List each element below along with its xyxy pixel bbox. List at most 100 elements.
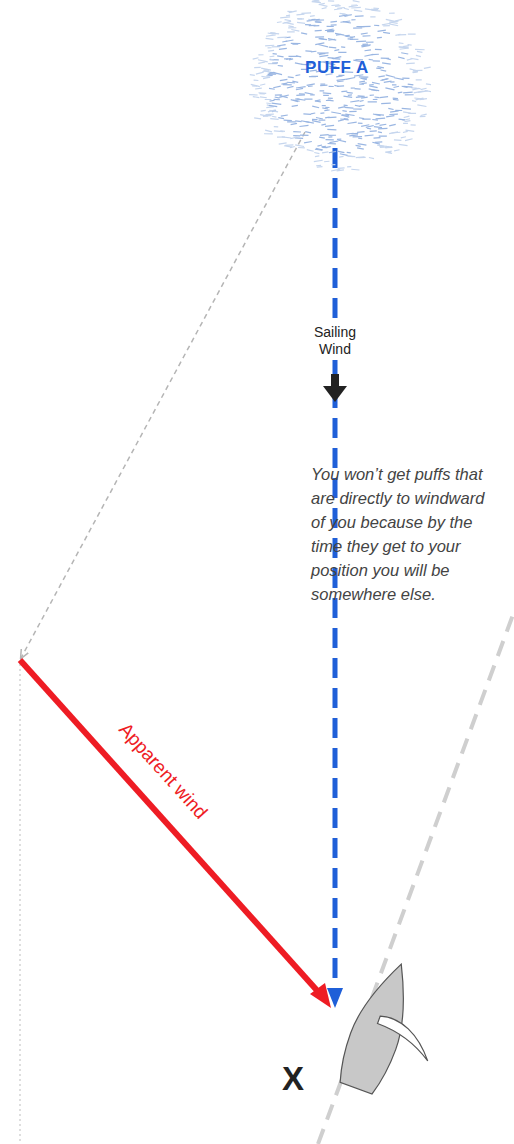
puff-dash [379,136,387,137]
puff-dash [308,19,315,20]
puff-dash [301,12,311,14]
puff-dash [337,85,344,87]
puff-dash [314,153,319,154]
apparent-wind-head [310,983,331,1008]
puff-dash [249,94,258,96]
puff-dash [266,35,276,36]
puff-dash [278,65,283,67]
puff-dash [388,108,393,109]
puff-dash [324,109,329,111]
puff-dash [305,50,311,52]
puff-dash [255,87,262,89]
puff-dash [280,16,290,18]
puff-dash [386,59,391,60]
puff-dash [288,76,294,78]
puff-dash [269,88,275,90]
wind-arrow-shaft [331,374,339,388]
puff-dash [355,105,360,106]
puff-dash [420,116,426,117]
puff-dash [275,97,280,98]
puff-dash [261,68,271,70]
puff-dash [385,88,394,90]
puff-dash [365,134,374,136]
puff-dash [329,86,334,87]
puff-dash [270,59,274,60]
puff-dash [279,95,289,97]
puff-dash [340,118,348,120]
puff-dash [401,53,408,54]
puff-dash [277,37,286,39]
puff-dash [319,3,325,4]
puff-dash [373,99,378,100]
puff-dash [361,125,369,127]
puff-dash [369,86,377,88]
puff-path-arrow [21,132,305,658]
puff-dash [360,105,365,107]
puff-dash [362,26,370,28]
puff-dash [413,70,422,71]
puff-dash [398,57,405,59]
puff-dash [344,35,349,37]
puff-dash [317,52,325,54]
puff-dash [287,86,294,88]
puff-dash [274,130,284,132]
puff-dash [378,131,382,133]
puff-dash [361,44,370,46]
puff-dash [270,59,279,60]
puff-dash [403,112,411,113]
puff-dash [278,117,284,119]
puff-dash [389,124,396,126]
puff-dash [389,24,398,26]
puff-dash [253,97,260,98]
puff-dash [364,54,373,56]
puff-dash [292,105,298,106]
puff-dash [273,86,280,88]
puff-dash [277,55,283,57]
puff-dash [380,124,387,125]
puff-dash [307,84,315,86]
puff-label: PUFF A [243,58,431,78]
puff-dash [421,114,427,115]
puff-dash [296,88,303,89]
puff-dash [343,96,352,97]
puff-dash [270,118,278,120]
puff-dash [282,40,287,42]
puff-dash [408,84,414,86]
puff-dash [261,76,269,77]
puff-dash [389,22,398,23]
puff-dash [334,8,342,9]
puff-dash [374,25,379,27]
puff-dash [310,94,315,95]
puff-dash [342,110,346,112]
puff-dash [351,169,359,171]
puff-dash [307,150,314,152]
puff-dash [416,55,421,56]
puff-dash [295,120,301,122]
puff-dash [381,70,387,71]
puff-dash [337,139,341,140]
puff-dash [293,135,300,136]
puff-dash [296,94,305,96]
puff-dash [283,84,292,86]
puff-dash [325,116,329,118]
puff-dash [378,128,387,130]
puff-dash [258,62,265,63]
puff-dash [277,45,286,46]
puff-dash [296,55,301,57]
puff-dash [315,36,324,37]
puff-dash [399,144,408,145]
puff-dash [295,63,302,64]
puff-dash [279,48,287,50]
boat-sail [371,1014,437,1061]
puff-dash [349,134,358,136]
puff-dash [392,84,396,85]
puff-dash [394,150,399,151]
puff-dash [279,143,287,144]
puff-dash [347,166,351,167]
puff-dash [376,68,381,70]
puff-dash [395,110,402,111]
puff-dash [326,146,330,148]
puff-dash [288,27,296,28]
puff-dash [315,43,324,45]
puff-dash [340,13,346,15]
